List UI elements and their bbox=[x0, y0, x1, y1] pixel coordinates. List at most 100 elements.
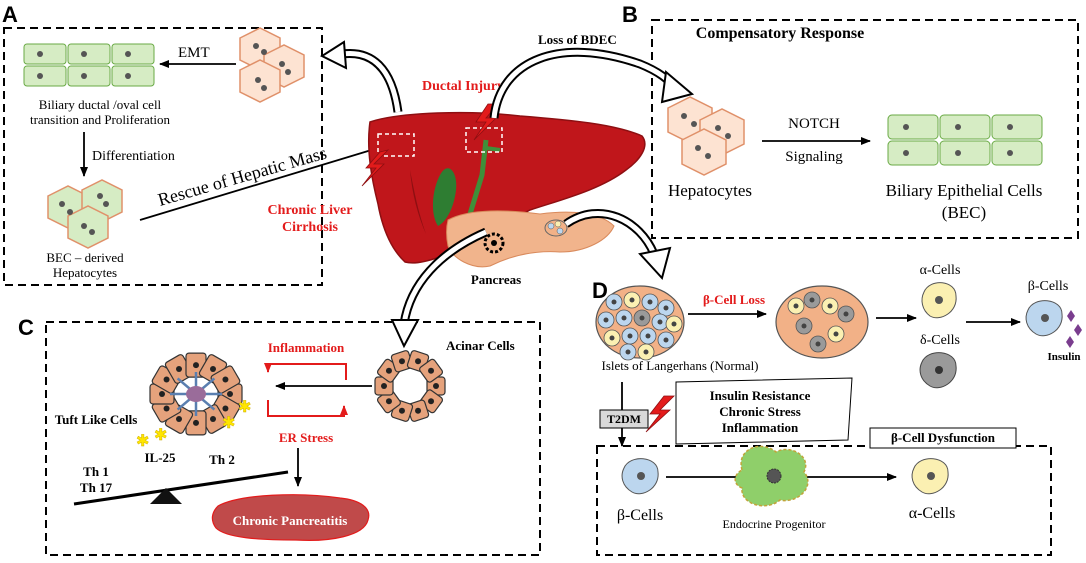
rescue-arrow bbox=[139, 146, 379, 221]
rescue-label: Rescue of Hepatic Mass bbox=[156, 143, 329, 210]
delta-cells-label: δ-Cells bbox=[920, 333, 960, 348]
endocrine-progenitor-label: Endocrine Progenitor bbox=[723, 517, 826, 531]
bec-derived-hepatocyte-cluster bbox=[47, 179, 123, 249]
islet-cell-nucleus bbox=[663, 337, 669, 343]
panel-letter-b: B bbox=[622, 2, 638, 27]
delta-cell-icon bbox=[919, 352, 957, 389]
t2dm-label: T2DM bbox=[607, 412, 641, 426]
tuft-nucleus bbox=[176, 365, 182, 372]
beta-cell-icon bbox=[1025, 300, 1063, 337]
differentiation-label: Differentiation bbox=[92, 149, 175, 164]
islet-cell-nucleus bbox=[609, 335, 615, 341]
islet-cell-nucleus bbox=[625, 349, 631, 355]
transition-label-line1: Biliary ductal /oval cell bbox=[39, 97, 162, 112]
endocrine-progenitor-icon bbox=[734, 445, 809, 507]
liver-zoom-box-left bbox=[377, 133, 415, 157]
islet-cell-nucleus bbox=[645, 333, 651, 339]
biliary-cell-sheet-top bbox=[23, 43, 155, 87]
beta-cells-bottom-label: β-Cells bbox=[617, 507, 663, 524]
loss-of-bdec-label: Loss of BDEC bbox=[538, 32, 617, 47]
t2dm-box bbox=[599, 409, 649, 429]
insulin-label: Insulin bbox=[1047, 351, 1080, 363]
tuft-nucleus bbox=[210, 365, 216, 372]
islet2-cell-nucleus bbox=[843, 311, 849, 317]
curved-arrow-to-c-fill bbox=[401, 229, 487, 325]
islet-cell-nucleus bbox=[639, 315, 645, 321]
bec-derived-label-line2: Hepatocytes bbox=[53, 265, 117, 280]
islet-after-beta-loss bbox=[775, 285, 869, 359]
panel-letter-a: A bbox=[2, 2, 18, 27]
islet-cell-nucleus bbox=[657, 319, 663, 325]
acinar-nucleus bbox=[415, 407, 422, 414]
transition-label-line2: transition and Proliferation bbox=[30, 112, 171, 127]
ductal-injury-label: Ductal Injury bbox=[422, 79, 504, 94]
islet-cell-nucleus bbox=[627, 333, 633, 339]
curved-arrow-to-d-head bbox=[638, 246, 672, 281]
panel-letter-d: D bbox=[592, 278, 608, 303]
er-stress-arrow bbox=[267, 400, 348, 417]
tuft-cell-cluster bbox=[149, 352, 243, 436]
islet-cell-nucleus bbox=[603, 317, 609, 323]
il25-label: IL-25 bbox=[144, 450, 176, 465]
islet-of-langerhans-normal bbox=[595, 285, 685, 361]
stress-factors-box bbox=[675, 377, 853, 445]
curved-arrow-to-c-head bbox=[390, 319, 420, 349]
pancreas-islet-icon bbox=[544, 219, 568, 237]
tuft-nucleus bbox=[193, 419, 199, 426]
svg-text:✱: ✱ bbox=[222, 415, 235, 432]
islet-cell-nucleus bbox=[629, 297, 635, 303]
islet-cell-nucleus bbox=[647, 299, 653, 305]
bile-duct-branch bbox=[485, 146, 501, 152]
beta-cell-loss-label: β-Cell Loss bbox=[703, 292, 765, 307]
alpha-cells-label: α-Cells bbox=[920, 263, 961, 278]
beta-cell-dysfunction-label: β-Cell Dysfunction bbox=[891, 430, 996, 445]
emt-label: EMT bbox=[178, 45, 210, 61]
compensatory-response-title: Compensatory Response bbox=[696, 25, 864, 42]
panel-b-box bbox=[651, 19, 1079, 239]
acinar-cell-ring bbox=[374, 350, 446, 422]
notch-label: NOTCH bbox=[788, 116, 840, 132]
islet2-cell-nucleus bbox=[827, 303, 833, 309]
tuft-nucleus bbox=[163, 376, 170, 383]
stress-factor-1: Insulin Resistance bbox=[710, 388, 811, 403]
curved-arrow-to-a-head bbox=[319, 40, 348, 70]
acinar-nucleus bbox=[385, 398, 392, 405]
tuft-nucleus bbox=[222, 405, 229, 412]
panel-d-dysfunction-box bbox=[596, 445, 1052, 556]
islet-cell-nucleus bbox=[663, 305, 669, 311]
insulin-granule-icons bbox=[1066, 310, 1082, 348]
balance-beam bbox=[73, 470, 289, 506]
cirrhosis-label-line1: Chronic Liver bbox=[268, 203, 353, 218]
islet2-cell-nucleus bbox=[833, 331, 839, 337]
svg-text:✱: ✱ bbox=[154, 427, 167, 444]
alpha-cells-bottom-label: α-Cells bbox=[909, 505, 956, 522]
panel-c-box bbox=[45, 321, 541, 556]
acinar-nucleus bbox=[428, 367, 435, 374]
acinar-nucleus bbox=[415, 358, 422, 365]
stress-factor-3: Inflammation bbox=[722, 420, 799, 435]
svg-text:✱: ✱ bbox=[238, 399, 251, 416]
acinar-nucleus bbox=[385, 367, 392, 374]
acinar-nucleus bbox=[381, 383, 387, 389]
svg-text:✱: ✱ bbox=[136, 433, 149, 450]
th1-label: Th 1 bbox=[83, 464, 109, 479]
acinar-nucleus bbox=[428, 398, 435, 405]
dysfunction-title-box bbox=[869, 427, 1017, 449]
lightning-cirrhosis bbox=[361, 149, 390, 187]
tuft-nucleus bbox=[210, 416, 216, 423]
hepatocytes-label-b: Hepatocytes bbox=[668, 181, 752, 200]
hepatocyte-cluster-b bbox=[667, 96, 745, 176]
bec-derived-label-line1: BEC – derived bbox=[46, 250, 124, 265]
islet2-cell-nucleus bbox=[801, 323, 807, 329]
gallbladder bbox=[432, 168, 457, 226]
acinar-nucleus bbox=[398, 407, 405, 414]
stress-factor-2: Chronic Stress bbox=[719, 404, 801, 419]
tuft-nucleus bbox=[159, 391, 165, 397]
biliary-epithelial-sheet bbox=[887, 114, 1043, 166]
tuft-nucleus bbox=[227, 391, 233, 397]
pancreas-label: Pancreas bbox=[471, 272, 521, 287]
pancreas-acini-icon bbox=[483, 232, 505, 254]
lightning-t2dm bbox=[645, 395, 675, 433]
pancreatitis-shape bbox=[211, 494, 370, 541]
